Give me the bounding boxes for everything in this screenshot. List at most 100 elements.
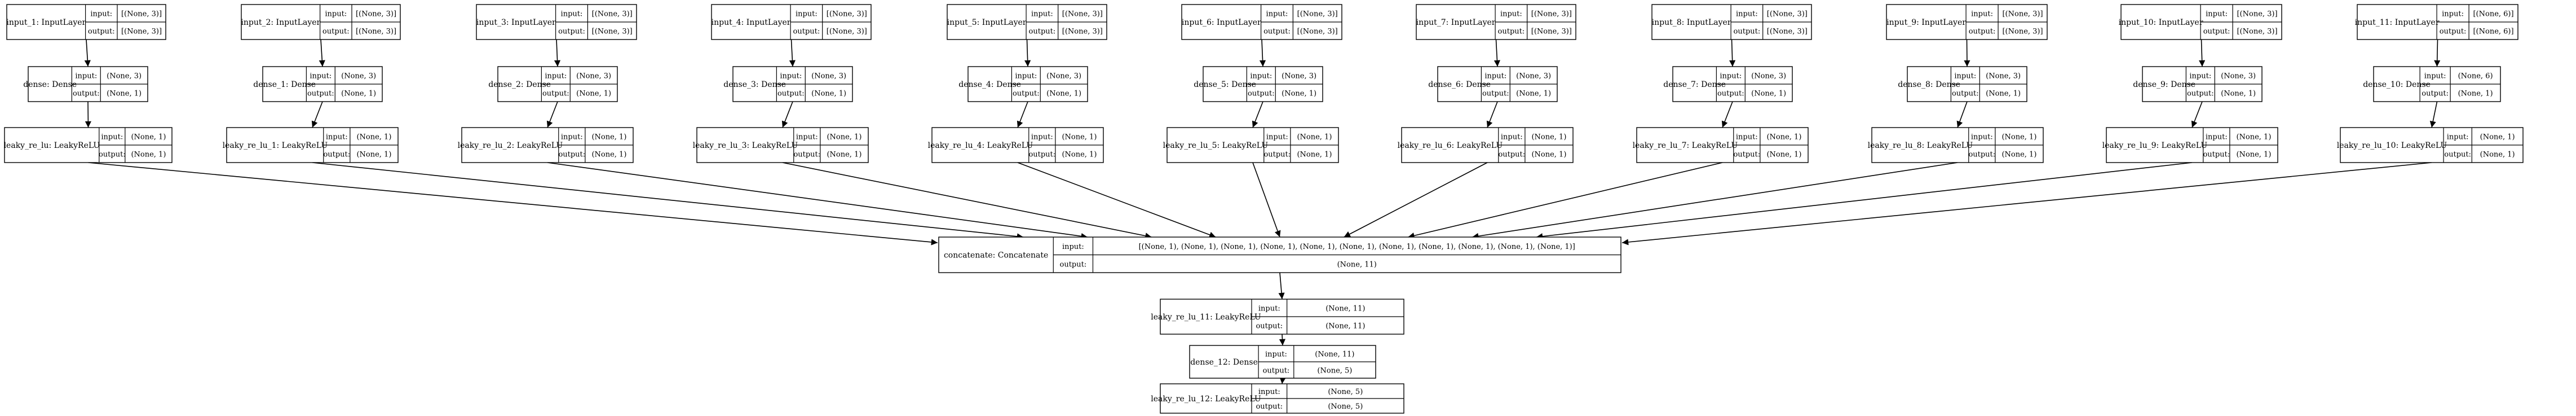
output-label: output: (2444, 151, 2471, 159)
output-shape: [(None, 3)] (827, 28, 867, 36)
edge-arrow (1252, 101, 1263, 128)
edge-arrow (781, 101, 793, 128)
input-shape: (None, 3) (811, 72, 846, 81)
output-shape: (None, 1) (356, 151, 391, 159)
output-shape: [(None, 3)] (1531, 28, 1572, 36)
output-shape: [(None, 3)] (1062, 28, 1103, 36)
output-label: output: (2440, 28, 2467, 36)
output-shape: (None, 1) (1282, 90, 1316, 98)
input-label: input: (1266, 10, 1288, 19)
input-label: input: (796, 133, 818, 142)
input-label: input: (1484, 72, 1506, 81)
input-label: input: (2206, 10, 2228, 19)
layer-name: leaky_re_lu_10: LeakyReLU (2337, 141, 2447, 150)
edge-arrow (2199, 39, 2206, 67)
output-shape: (None, 1) (1751, 90, 1786, 98)
input-shape: (None, 3) (576, 72, 611, 81)
layer-node-in11: input_11: InputLayerinput:output:[(None,… (2355, 4, 2518, 40)
output-shape: (None, 1) (811, 90, 846, 98)
input-shape: (None, 3) (1282, 72, 1316, 81)
output-label: output: (793, 151, 820, 159)
layer-name: leaky_re_lu_8: LeakyReLU (1868, 141, 1973, 150)
output-shape: [(None, 3)] (356, 28, 396, 36)
edge-arrow (1408, 162, 1723, 239)
input-label: input: (310, 72, 332, 81)
input-shape: (None, 3) (2221, 72, 2256, 81)
input-shape: [(None, 3)] (592, 10, 633, 19)
input-shape: (None, 1) (2236, 133, 2271, 142)
input-shape: [(None, 3)] (1767, 10, 1808, 19)
input-label: input: (1015, 72, 1037, 81)
output-shape: [(None, 3)] (592, 28, 633, 36)
edge-arrow (2434, 39, 2441, 67)
input-label: input: (796, 10, 818, 19)
output-label: output: (99, 151, 126, 159)
edge-arrow (782, 162, 1152, 239)
output-label: output: (558, 151, 585, 159)
layer-node-in8: input_8: InputLayerinput:output:[(None, … (1651, 4, 1812, 40)
edge-arrow (1279, 377, 1286, 384)
output-label: output: (1248, 90, 1275, 98)
edge-arrow (1259, 39, 1266, 67)
layer-name: leaky_re_lu_12: LeakyReLU (1151, 395, 1261, 404)
output-shape: [(None, 3)] (121, 28, 162, 36)
layer-name: dense: Dense (23, 80, 77, 89)
layer-name: input_3: InputLayer (476, 18, 556, 27)
input-label: input: (2189, 72, 2211, 81)
layer-name: input_8: InputLayer (1652, 18, 1731, 27)
layer-node-l9: leaky_re_lu_9: LeakyReLUinput:output:(No… (2102, 127, 2278, 163)
layer-name: leaky_re_lu_5: LeakyReLU (1163, 141, 1269, 150)
input-shape: (None, 3) (1516, 72, 1551, 81)
output-shape: (None, 1) (1046, 90, 1081, 98)
edge-arrow (547, 162, 1088, 240)
output-shape: (None, 1) (1062, 151, 1097, 159)
input-label: input: (1736, 10, 1758, 19)
layer-name: concatenate: Concatenate (944, 251, 1048, 260)
input-shape: (None, 3) (1751, 72, 1786, 81)
layer-name: dense_8: Dense (1898, 80, 1960, 89)
input-label: input: (1736, 133, 1758, 142)
layer-name: leaky_re_lu_11: LeakyReLU (1151, 313, 1261, 322)
layer-name: dense_5: Dense (1194, 80, 1256, 89)
input-shape: (None, 1) (827, 133, 861, 142)
output-label: output: (88, 28, 115, 36)
layer-name: input_9: InputLayer (1886, 18, 1966, 27)
layer-name: leaky_re_lu_1: LeakyReLU (223, 141, 328, 150)
output-shape: (None, 1) (131, 151, 166, 159)
input-shape: [(None, 3)] (356, 10, 396, 19)
input-shape: [(None, 3)] (121, 10, 162, 19)
input-shape: (None, 1) (1531, 133, 1566, 142)
layer-name: input_2: InputLayer (241, 18, 320, 27)
input-label: input: (1500, 10, 1522, 19)
input-shape: (None, 1) (1297, 133, 1332, 142)
input-label: input: (1265, 351, 1287, 359)
edge-arrow (312, 162, 1024, 240)
output-shape: [(None, 3)] (1767, 28, 1808, 36)
output-shape: [(None, 3)] (1297, 28, 1338, 36)
edge-arrow (1621, 162, 2432, 246)
edge-arrow (311, 101, 323, 128)
input-label: input: (1501, 133, 1523, 142)
input-shape: (None, 5) (1328, 388, 1363, 396)
layer-node-l10: leaky_re_lu_10: LeakyReLUinput:output:(N… (2337, 127, 2524, 163)
output-label: output: (1060, 260, 1087, 269)
input-label: input: (1258, 388, 1280, 396)
input-label: input: (1062, 243, 1084, 251)
output-shape: (None, 1) (827, 151, 861, 159)
input-shape: [(None, 3)] (1531, 10, 1572, 19)
output-label: output: (2187, 90, 2214, 98)
input-shape: [(None, 3)] (827, 10, 867, 19)
input-shape: [(None, 6)] (2473, 10, 2513, 19)
output-label: output: (558, 28, 585, 36)
output-label: output: (1498, 28, 1525, 36)
layer-node-in10: input_10: InputLayerinput:output:[(None,… (2119, 4, 2282, 40)
input-label: input: (780, 72, 802, 81)
layer-name: leaky_re_lu_2: LeakyReLU (458, 141, 563, 150)
layer-name: input_4: InputLayer (712, 18, 791, 27)
